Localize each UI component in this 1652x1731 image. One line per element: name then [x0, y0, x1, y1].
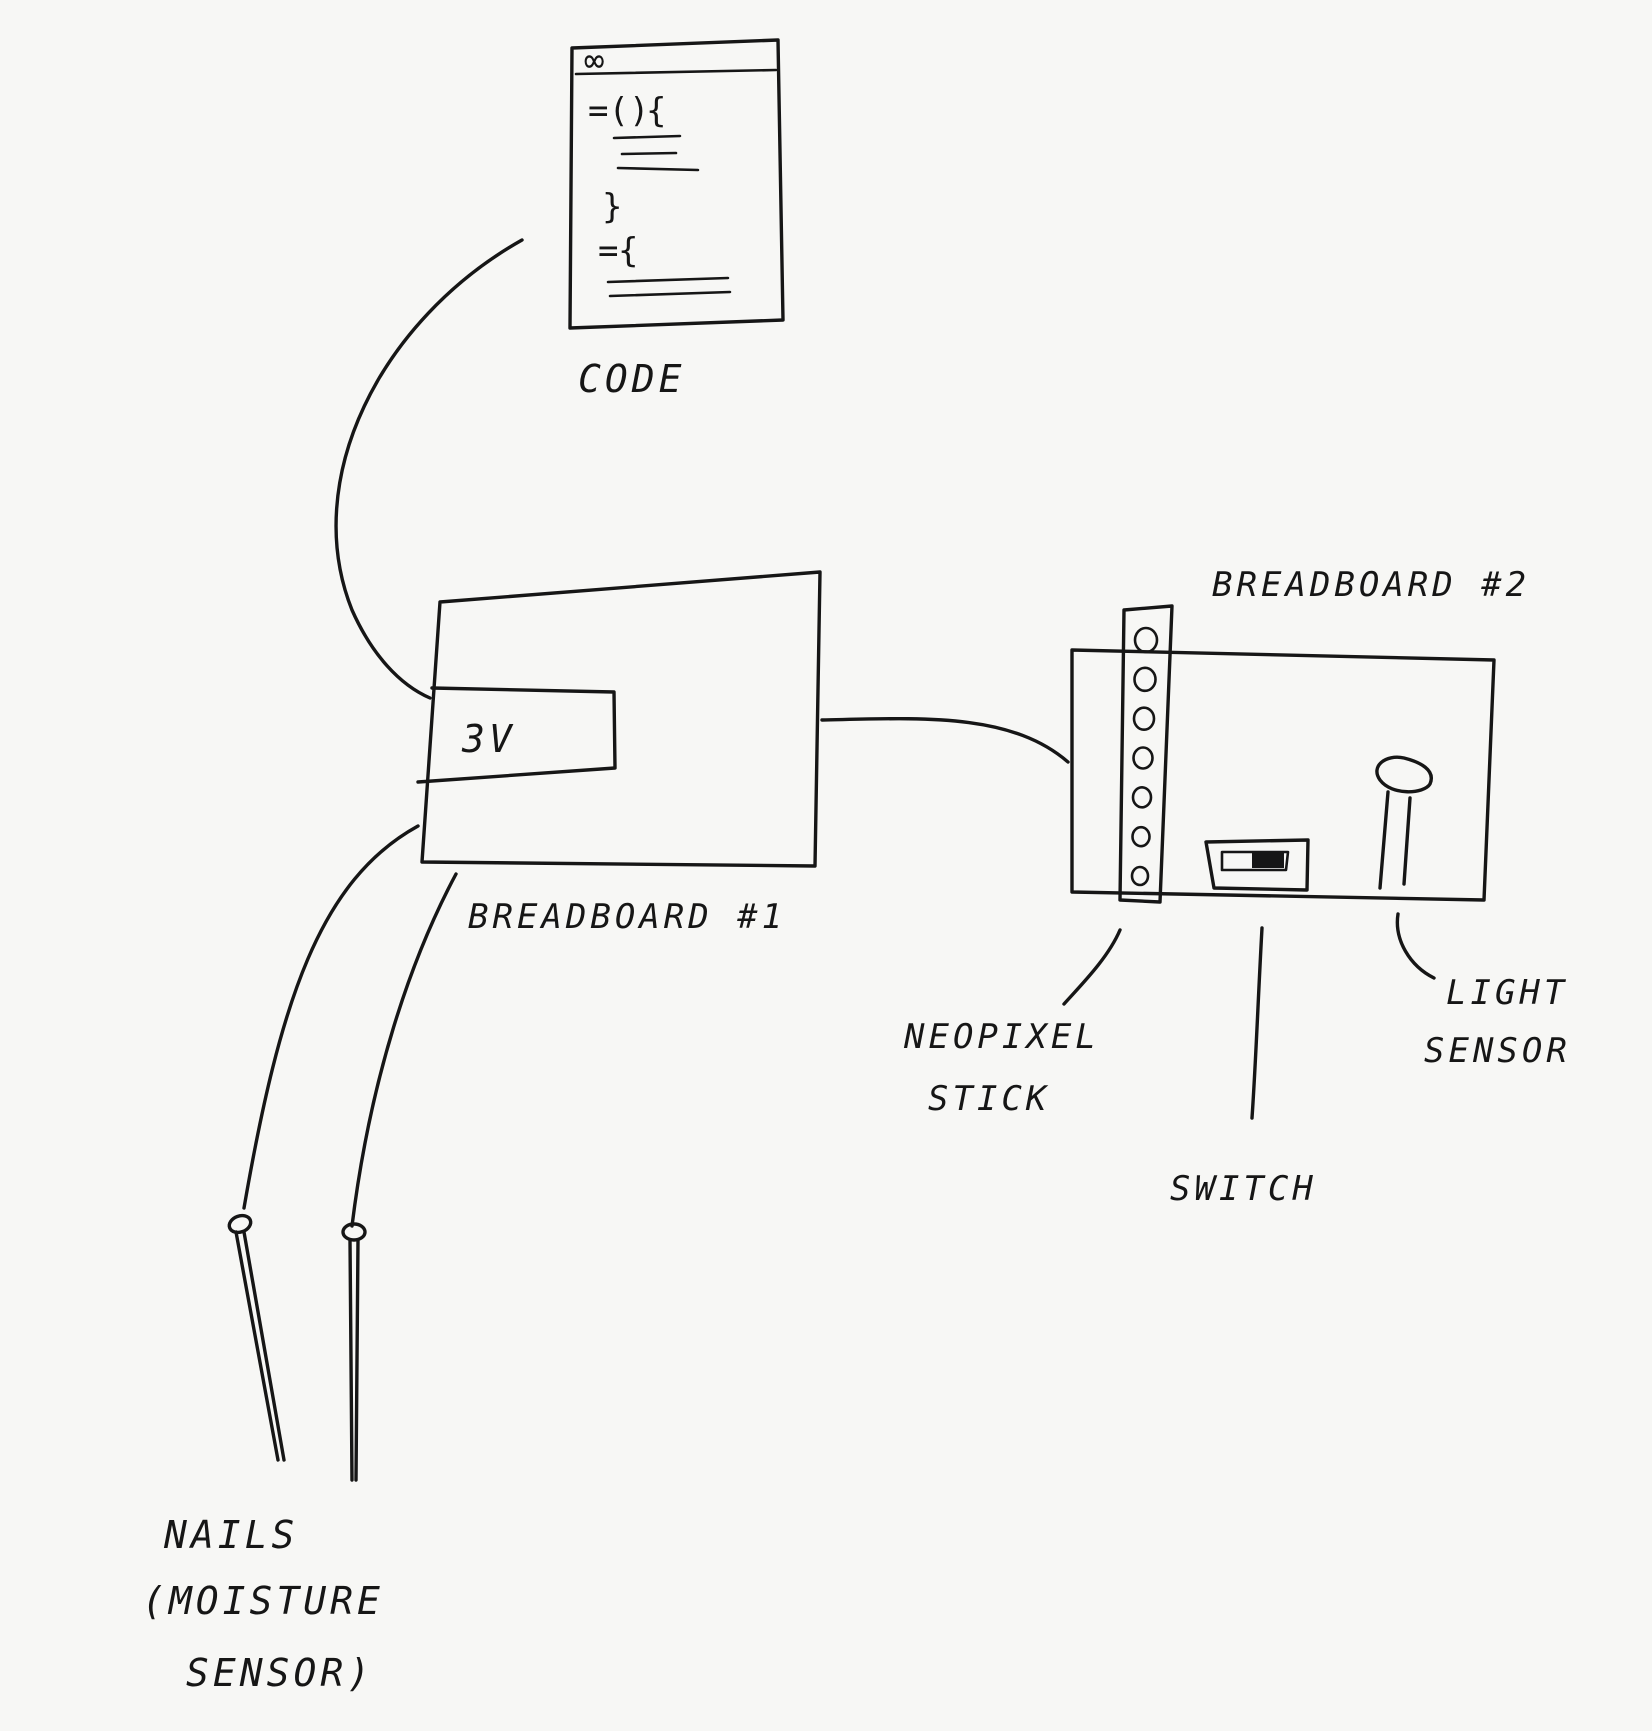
slide-switch [1204, 838, 1310, 892]
code-assign-line: = [598, 231, 618, 271]
neopixel-led [1130, 865, 1150, 887]
nails-label-line1: NAILS [163, 1513, 298, 1557]
switch-leader-line [1250, 926, 1264, 1120]
light-sensor-head [1375, 755, 1433, 794]
neopixel-led [1133, 626, 1159, 654]
neopixel-label-line2: STICK [928, 1079, 1050, 1119]
voltage-label: 3V [461, 717, 516, 761]
code-line [608, 290, 732, 298]
nail-shaft-right [348, 1238, 360, 1482]
light-sensor [1375, 755, 1433, 890]
code-document-frame [568, 38, 785, 330]
nail-head-right [341, 1222, 367, 1242]
breadboard-2-label: BREADBOARD #2 [1212, 565, 1530, 605]
light-sensor-label-line2: SENSOR [1424, 1031, 1571, 1071]
code-line [620, 151, 678, 156]
neopixel-label-line1: NEOPIXEL [903, 1017, 1100, 1057]
breadboard-1-label: BREADBOARD #1 [468, 897, 786, 937]
neopixel-leds [1130, 626, 1159, 887]
nail-shaft-left [234, 1230, 286, 1462]
switch-body [1204, 838, 1310, 892]
neopixel-led [1132, 746, 1154, 770]
light-sensor-label-line1: LIGHT [1446, 973, 1568, 1013]
nail-left [227, 1213, 286, 1462]
code-line [606, 276, 730, 284]
switch-knob [1252, 853, 1284, 868]
nails-label-line2: (MOISTURE [142, 1579, 384, 1623]
neopixel-led [1131, 786, 1153, 809]
switch-label: SWITCH [1170, 1169, 1317, 1209]
code-brace-close: } [602, 187, 622, 227]
code-brace-open: { [646, 91, 666, 131]
breadboard-2-frame [1070, 648, 1496, 902]
neopixel-led [1131, 825, 1151, 848]
light-sensor-leader-line [1395, 912, 1436, 980]
light-sensor-leg [1402, 796, 1412, 886]
breadboard-1-frame [420, 570, 822, 868]
nail-head-left [227, 1213, 253, 1235]
switch-slot [1220, 850, 1290, 872]
light-sensor-leg [1378, 790, 1390, 890]
code-line [612, 134, 682, 140]
code-brace-open-2: { [618, 231, 638, 271]
neopixel-led [1132, 706, 1156, 731]
neopixel-stick [1118, 604, 1174, 904]
neopixel-led [1133, 666, 1157, 693]
nails-label-line3: SENSOR) [186, 1651, 374, 1695]
code-logo: ∞ [584, 41, 604, 81]
code-document: ∞ =() { } = { [568, 38, 785, 330]
code-function-line: =() [588, 91, 649, 131]
code-document-header-line [574, 68, 778, 76]
neopixel-leader-line [1062, 928, 1122, 1006]
nail-wire-left [242, 824, 420, 1210]
nail-right [341, 1222, 367, 1482]
breadboard-2 [1070, 604, 1496, 904]
voltage-module [416, 686, 617, 784]
breadboard-1: 3V [416, 570, 822, 868]
nail-wire-right [350, 872, 458, 1228]
usb-cable [334, 238, 524, 700]
code-line [616, 166, 700, 172]
code-label: CODE [578, 357, 686, 401]
connecting-wire [820, 717, 1070, 764]
